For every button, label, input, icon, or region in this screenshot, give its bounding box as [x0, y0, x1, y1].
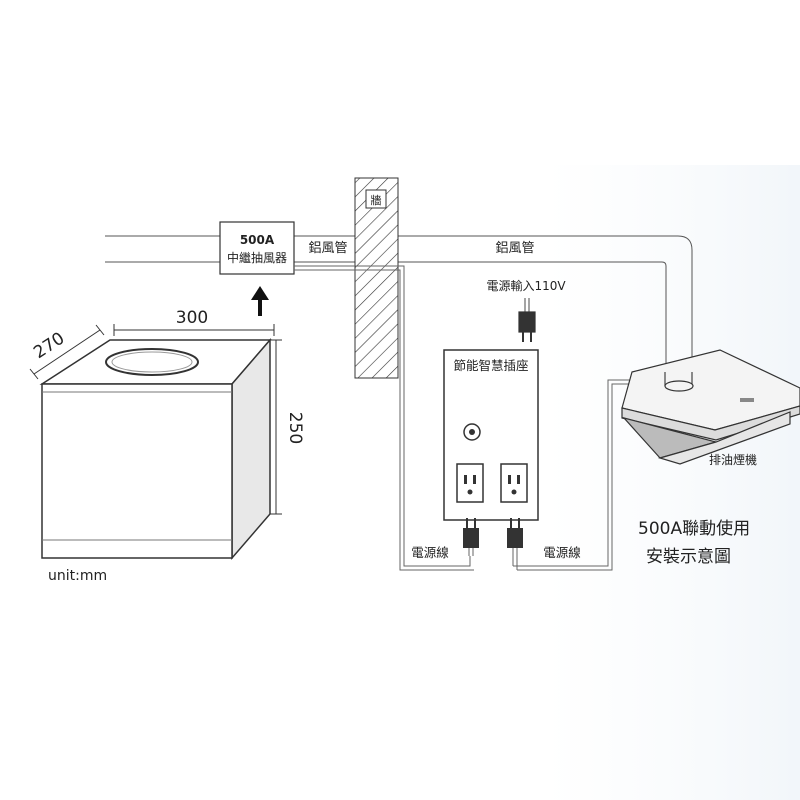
relay-fan-name: 中繼抽風器 [227, 250, 287, 265]
duct-right [398, 235, 693, 372]
power-cord-left-label: 電源線 [411, 545, 449, 560]
fan-unit-outlet [105, 348, 199, 376]
power-input-plug-icon [518, 298, 536, 342]
hood-power-cable [513, 379, 632, 571]
fan-power-cable [294, 265, 474, 571]
dimension-width [113, 324, 275, 336]
up-arrow-icon [251, 286, 269, 316]
duct-left [105, 235, 355, 263]
dimension-height-label: 250 [285, 412, 305, 444]
relay-fan-model: 500A [240, 233, 275, 247]
power-input-label: 電源輸入110V [486, 278, 566, 293]
fan-unit-box [39, 337, 272, 561]
relay-fan-box [219, 221, 295, 275]
caption-line-2: 安裝示意圖 [646, 547, 731, 567]
outlet-left-icon [456, 463, 484, 503]
dimension-depth-label: 270 [30, 329, 68, 363]
wall-label-box [365, 189, 387, 209]
range-hood-label: 排油煙機 [709, 452, 757, 467]
caption-line-1: 500A聯動使用 [638, 518, 750, 539]
power-cord-right-label: 電源線 [543, 545, 581, 560]
fan-unit-front [41, 383, 233, 559]
wall-label: 牆 [371, 193, 382, 207]
duct-right-label: 鋁風管 [495, 241, 534, 256]
unit-label: unit:mm [48, 568, 107, 584]
dimension-width-label: 300 [176, 308, 208, 328]
duct-left-label: 鋁風管 [308, 241, 347, 256]
dimension-depth [29, 324, 105, 380]
range-hood [621, 349, 800, 465]
outlet-right-icon [500, 463, 528, 503]
smart-socket-label: 節能智慧插座 [453, 358, 528, 373]
knob-icon [463, 423, 481, 441]
background-shade [545, 165, 800, 800]
dimension-height [270, 339, 282, 515]
wall [354, 177, 399, 379]
right-cord-plug-icon [507, 518, 523, 570]
left-cord-plug-icon [463, 518, 479, 556]
